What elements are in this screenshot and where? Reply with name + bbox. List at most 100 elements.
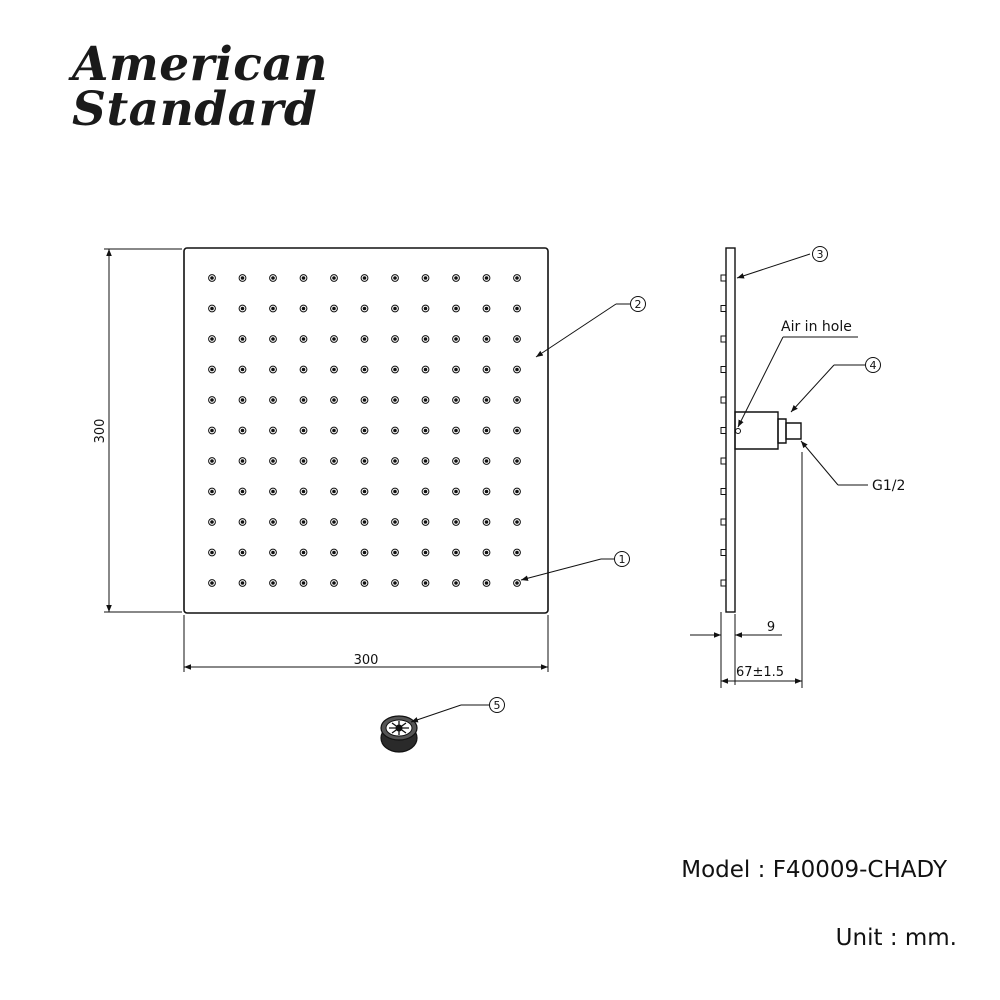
- nozzle-center: [393, 306, 397, 311]
- nozzle: [238, 365, 247, 374]
- nozzle: [330, 518, 338, 526]
- nozzle-center: [362, 337, 367, 341]
- nozzle-center: [484, 306, 489, 311]
- nozzle-center: [362, 428, 367, 433]
- nozzle-center: [332, 337, 336, 341]
- nozzle: [238, 335, 247, 343]
- nozzle: [513, 487, 521, 496]
- nozzle: [330, 396, 338, 404]
- brand-line-1: American: [68, 37, 328, 92]
- callout-5-number: 5: [494, 699, 501, 712]
- side-nozzle-tick: [720, 396, 727, 404]
- nozzle: [208, 304, 216, 313]
- nozzle: [238, 487, 247, 496]
- brand-logo: American Standard: [68, 37, 328, 137]
- nozzle-center: [332, 489, 336, 494]
- nozzle-center: [393, 428, 397, 433]
- nozzle-center: [301, 459, 306, 463]
- nozzle-center: [423, 489, 428, 494]
- side-nozzle-tick: [720, 305, 727, 312]
- nozzle-center: [423, 367, 428, 372]
- nozzle-center: [362, 306, 367, 311]
- nozzle-center: [301, 581, 306, 585]
- nozzle-center: [484, 489, 489, 494]
- nozzle: [330, 426, 338, 435]
- nozzle: [421, 579, 430, 587]
- nozzle: [330, 487, 338, 496]
- height-dimension-label: 300: [93, 419, 108, 444]
- nozzle: [269, 396, 277, 404]
- nozzle-center: [393, 459, 397, 463]
- nozzle-center: [423, 337, 428, 341]
- nozzle: [299, 335, 308, 343]
- nozzle: [391, 487, 399, 496]
- nozzle: [482, 518, 491, 526]
- nozzle: [421, 548, 430, 557]
- nozzle-center: [240, 520, 245, 524]
- nozzle: [452, 579, 460, 587]
- nozzle: [421, 304, 430, 313]
- nozzle: [360, 579, 369, 587]
- nozzle: [299, 457, 308, 465]
- nozzle: [269, 335, 277, 343]
- nozzle: [330, 304, 338, 313]
- nozzle: [452, 335, 460, 343]
- nozzle-center: [484, 398, 489, 402]
- nozzle: [238, 426, 247, 435]
- nozzle: [452, 518, 460, 526]
- nozzle-center: [362, 489, 367, 494]
- nozzle-center: [423, 398, 428, 402]
- nozzle: [482, 365, 491, 374]
- nozzle-center: [454, 276, 458, 280]
- nozzle: [208, 426, 216, 435]
- nozzle-center: [423, 520, 428, 524]
- nozzle-center: [332, 306, 336, 311]
- nozzle-center: [240, 581, 245, 585]
- nozzle: [482, 396, 491, 404]
- part-5-aerator: [380, 715, 418, 753]
- nozzle: [330, 457, 338, 465]
- nozzle-center: [271, 581, 275, 585]
- nozzle: [238, 548, 247, 557]
- side-nozzle-ticks: [720, 274, 727, 587]
- nozzle: [482, 426, 491, 435]
- callout-5: [410, 697, 505, 723]
- side-nozzle-tick: [720, 518, 727, 526]
- thickness-dimension-label: 9: [767, 620, 775, 635]
- nozzle: [391, 365, 399, 374]
- nozzle: [421, 518, 430, 526]
- nozzle-center: [362, 367, 367, 372]
- nozzle-center: [393, 367, 397, 372]
- nozzle: [513, 304, 521, 313]
- nozzle: [452, 426, 460, 435]
- nozzle: [360, 518, 369, 526]
- air-in-hole-label: Air in hole: [781, 319, 852, 335]
- unit-info: Unit : mm.: [836, 925, 957, 951]
- nozzle: [208, 457, 216, 465]
- nozzle: [452, 396, 460, 404]
- nozzle: [299, 274, 308, 282]
- nozzle-center: [454, 550, 458, 555]
- nozzle: [208, 396, 216, 404]
- nozzle: [269, 457, 277, 465]
- side-view: [690, 246, 881, 688]
- unit-separator: :: [889, 925, 898, 951]
- nozzle-center: [240, 459, 245, 463]
- nozzle-center: [484, 337, 489, 341]
- nozzle: [269, 518, 277, 526]
- nozzle-center: [210, 489, 214, 494]
- nozzle-center: [515, 459, 519, 463]
- nozzle-center: [423, 550, 428, 555]
- nozzle: [360, 457, 369, 465]
- nozzle-center: [210, 459, 214, 463]
- nozzle: [299, 396, 308, 404]
- nozzle-center: [484, 581, 489, 585]
- model-value: F40009-CHADY: [772, 857, 947, 883]
- nozzle: [299, 518, 308, 526]
- nozzle: [513, 548, 521, 557]
- nozzle-center: [454, 428, 458, 433]
- nozzle: [360, 365, 369, 374]
- nozzle: [513, 335, 521, 343]
- nozzle-center: [332, 276, 336, 280]
- nozzle-center: [484, 520, 489, 524]
